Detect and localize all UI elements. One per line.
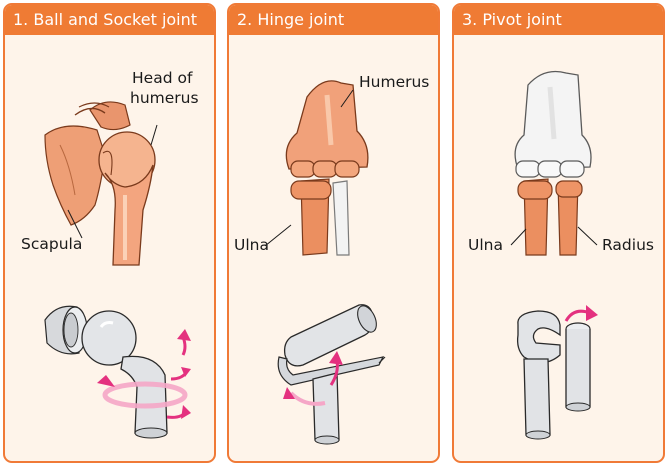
label-humerus: Humerus — [359, 74, 429, 91]
panel-title: 3. Pivot joint — [454, 5, 663, 35]
panel-pivot: 3. Pivot joint Ulna Radiu — [452, 3, 665, 463]
label-scapula: Scapula — [21, 236, 82, 253]
label-head-of-humerus-line2: humerus — [130, 90, 199, 107]
elbow-anatomy-illustration — [265, 81, 368, 255]
label-ulna: Ulna — [234, 237, 269, 254]
label-ulna: Ulna — [468, 237, 503, 254]
ball-socket-model-illustration — [45, 306, 191, 438]
forearm-anatomy-illustration — [511, 72, 597, 256]
panel-hinge: 2. Hinge joint Humer — [227, 3, 440, 463]
panel-ball-and-socket: 1. Ball and Socket joint — [3, 3, 216, 463]
hinge-model-illustration — [278, 303, 385, 444]
panel-title: 2. Hinge joint — [229, 5, 438, 35]
label-radius: Radius — [602, 237, 654, 254]
panel-title: 1. Ball and Socket joint — [5, 5, 214, 35]
label-head-of-humerus-line1: Head of — [132, 70, 192, 87]
pivot-model-illustration — [518, 305, 598, 439]
